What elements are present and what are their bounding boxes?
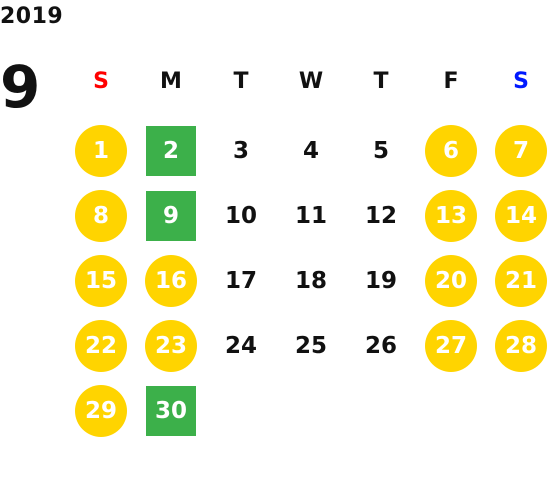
day-number: 19 [364, 267, 397, 294]
day-number: 24 [224, 332, 257, 359]
day-number: 3 [232, 137, 249, 164]
day-cell[interactable]: 29 [66, 378, 136, 443]
day-cell[interactable]: 22 [66, 313, 136, 378]
weekday-sun: S [93, 68, 109, 94]
day-cell[interactable]: 28 [486, 313, 548, 378]
day-cell[interactable]: 8 [66, 183, 136, 248]
year-label: 2019 [0, 4, 64, 29]
day-cell[interactable]: 24 [206, 313, 276, 378]
day-cell[interactable]: 21 [486, 248, 548, 313]
day-cell[interactable]: 7 [486, 118, 548, 183]
day-cell[interactable]: 9 [136, 183, 206, 248]
day-cell[interactable]: 30 [136, 378, 206, 443]
weekday-header: S M T W T F S [66, 60, 548, 102]
day-cell[interactable]: 19 [346, 248, 416, 313]
day-cell[interactable]: 2 [136, 118, 206, 183]
day-number: 1 [75, 124, 127, 177]
day-cell[interactable]: 18 [276, 248, 346, 313]
day-cell[interactable]: 1 [66, 118, 136, 183]
day-number: 15 [75, 254, 127, 307]
day-cell[interactable]: 13 [416, 183, 486, 248]
day-number: 20 [425, 254, 477, 307]
day-number: 28 [495, 319, 547, 372]
day-number: 10 [224, 202, 257, 229]
day-number: 4 [302, 137, 319, 164]
day-number: 6 [425, 124, 477, 177]
day-cell[interactable]: 3 [206, 118, 276, 183]
day-cell[interactable]: 17 [206, 248, 276, 313]
day-number: 27 [425, 319, 477, 372]
weekday-mon: M [160, 68, 182, 94]
day-number: 9 [146, 190, 196, 241]
day-number: 5 [372, 137, 389, 164]
day-number: 29 [75, 384, 127, 437]
day-cell[interactable]: 10 [206, 183, 276, 248]
day-cell[interactable]: 16 [136, 248, 206, 313]
weekday-tue: T [233, 68, 249, 94]
weekday-fri: F [443, 68, 459, 94]
weekday-thu: T [373, 68, 389, 94]
day-number: 23 [145, 319, 197, 372]
day-cell[interactable]: 5 [346, 118, 416, 183]
weekday-wed: W [298, 68, 324, 94]
day-number: 7 [495, 124, 547, 177]
day-number: 13 [425, 189, 477, 242]
day-cell[interactable]: 25 [276, 313, 346, 378]
day-number: 22 [75, 319, 127, 372]
day-number: 18 [294, 267, 327, 294]
day-number: 11 [294, 202, 327, 229]
weekday-sat: S [513, 68, 529, 94]
day-cell[interactable]: 14 [486, 183, 548, 248]
day-number: 25 [294, 332, 327, 359]
day-number: 12 [364, 202, 397, 229]
day-cell[interactable]: 27 [416, 313, 486, 378]
day-cell[interactable]: 6 [416, 118, 486, 183]
day-cell[interactable]: 11 [276, 183, 346, 248]
day-number: 21 [495, 254, 547, 307]
day-number: 8 [75, 189, 127, 242]
day-number: 16 [145, 254, 197, 307]
day-number: 2 [146, 125, 196, 176]
day-cell[interactable]: 20 [416, 248, 486, 313]
day-cell[interactable]: 15 [66, 248, 136, 313]
day-cell[interactable]: 23 [136, 313, 206, 378]
day-number: 14 [495, 189, 547, 242]
day-cell[interactable]: 26 [346, 313, 416, 378]
month-number: 9 [0, 53, 41, 121]
day-cell[interactable]: 4 [276, 118, 346, 183]
day-cell[interactable]: 12 [346, 183, 416, 248]
day-number: 30 [146, 385, 196, 436]
day-number: 26 [364, 332, 397, 359]
day-number: 17 [224, 267, 257, 294]
